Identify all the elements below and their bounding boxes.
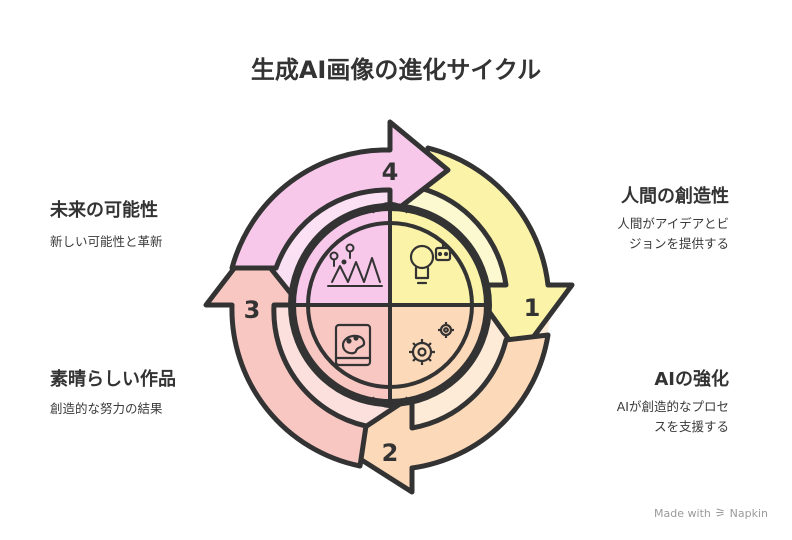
lightbulb-robot-icon bbox=[409, 241, 452, 285]
step-1-number: 1 bbox=[524, 294, 541, 322]
step-1-description-line-2: ジョンを提供する bbox=[628, 236, 729, 251]
step-2-description-line-2: スを支援する bbox=[653, 419, 729, 434]
step-2-heading: AIの強化 bbox=[654, 369, 729, 390]
step-2-description-line-1: AIが創造的なプロセ bbox=[616, 399, 729, 414]
step-4-heading: 未来の可能性 bbox=[50, 200, 158, 221]
palette-book-icon bbox=[334, 323, 372, 367]
step-4-description: 新しい可能性と革新 bbox=[50, 232, 163, 252]
arrow-2 bbox=[335, 332, 551, 495]
step-1-heading: 人間の創造性 bbox=[621, 186, 729, 207]
arrow-4 bbox=[229, 119, 451, 271]
step-1-description: 人間がアイデアとビ ジョンを提供する bbox=[617, 214, 729, 254]
step-3-number: 3 bbox=[244, 296, 261, 324]
forest-ideas-icon bbox=[327, 243, 383, 287]
step-2-number: 2 bbox=[382, 439, 399, 467]
napkin-logo-icon: ⚞ bbox=[714, 506, 726, 520]
step-4-number: 4 bbox=[382, 158, 399, 186]
step-3-description: 創造的な努力の結果 bbox=[50, 399, 163, 419]
step-4-description-line: 新しい可能性と革新 bbox=[50, 234, 163, 249]
arrow-1 bbox=[417, 145, 575, 358]
page-title: 生成AI画像の進化サイクル bbox=[250, 56, 542, 84]
step-1-description-line-1: 人間がアイデアとビ bbox=[617, 216, 729, 231]
arrow-3 bbox=[203, 242, 369, 469]
gears-icon bbox=[409, 322, 454, 365]
step-3-description-line: 創造的な努力の結果 bbox=[50, 401, 163, 416]
step-3-heading: 素晴らしい作品 bbox=[50, 369, 176, 390]
inner-circle bbox=[288, 202, 492, 408]
footer: Made with ⚞ Napkin bbox=[654, 506, 768, 520]
brand-label: Napkin bbox=[729, 506, 768, 520]
made-with-label: Made with bbox=[654, 506, 711, 520]
step-2-description: AIが創造的なプロセ スを支援する bbox=[617, 397, 729, 437]
